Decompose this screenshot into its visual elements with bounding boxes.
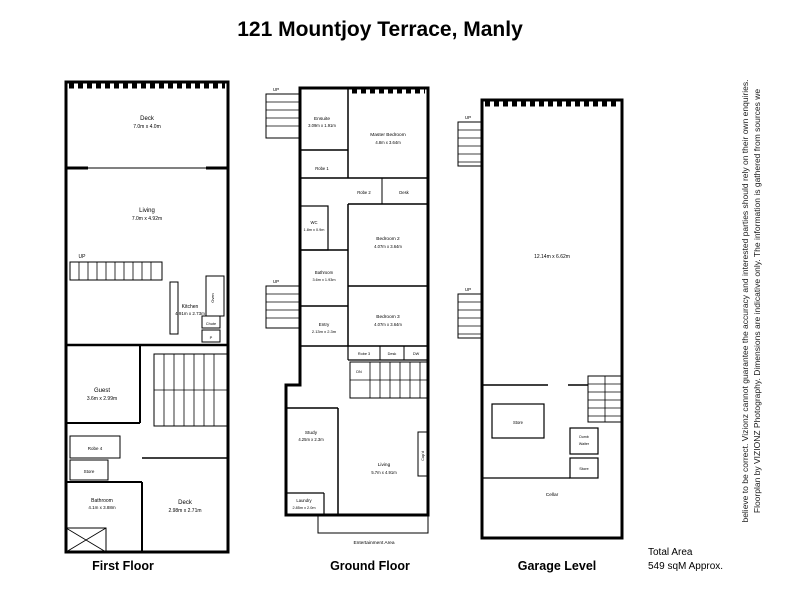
store1-room <box>491 403 545 439</box>
robe4-room <box>69 435 121 459</box>
total-area: Total Area 549 sqM Approx. <box>648 546 723 573</box>
garage-walls <box>457 98 624 540</box>
floor-title-ground: Ground Floor <box>330 559 410 573</box>
label-dumb-waiter-2: Waiter <box>579 442 590 446</box>
room-label-store2: Store <box>579 466 589 471</box>
room-dims-deck-top: 7.0m x 4.0m <box>133 124 161 130</box>
stairs-cellar <box>587 375 623 423</box>
room-label-living: Living <box>139 208 155 214</box>
void-hatch <box>65 527 107 553</box>
room-label-bathroom: Bathroom <box>91 498 113 504</box>
floor-title-first: First Floor <box>92 559 154 573</box>
stairs-up-mid <box>265 285 301 329</box>
disclaimer-text: believe to be correct. Vizionz cannot gu… <box>739 51 765 551</box>
room-label-deck-top: Deck <box>140 116 155 122</box>
room-label-robe4: Robe 4 <box>88 446 103 451</box>
page-title: 121 Mountjoy Terrace, Manly <box>237 18 523 41</box>
label-dw: DW <box>413 352 420 356</box>
stairs-main <box>153 353 229 427</box>
stair-label-up: UP <box>79 254 87 260</box>
ground-floor-walls <box>265 86 430 534</box>
room-dims-living: 7.0m x 4.92m <box>132 216 162 222</box>
total-area-label: Total Area <box>648 547 693 558</box>
room-label-living: Living <box>378 462 391 468</box>
room-label-store: Store <box>84 469 95 474</box>
first-floor-walls <box>64 80 230 554</box>
stairs-up-mid <box>457 293 483 339</box>
first-floor-plan: Deck 7.0m x 4.0m Living 7.0m x 4.92m UP … <box>64 80 230 554</box>
room-dims-bedroom3: 4.07m x 3.64m <box>374 322 402 327</box>
stair-label-up-mid: UP <box>273 279 279 284</box>
stairs-up <box>69 261 163 281</box>
label-chute: Chute <box>206 322 216 326</box>
room-label-cellar: Cellar <box>546 492 559 498</box>
room-dims-ensuite: 3.09m x 1.91m <box>308 123 336 128</box>
room-label-bathroom: Bathroom <box>315 270 334 275</box>
label-pantry: P <box>210 335 213 340</box>
room-dims-entry: 2.13m x 2.3m <box>312 329 337 334</box>
garage-dims: 12.14m x 6.62m <box>534 254 570 260</box>
room-dims-study: 4.25m x 2.3m <box>298 437 324 442</box>
room-dims-deck-bottom: 2.98m x 2.71m <box>168 508 201 514</box>
room-label-deck-bottom: Deck <box>178 500 193 506</box>
room-label-ensuite: Ensuite <box>314 116 330 122</box>
room-label-wc: WC <box>311 220 318 225</box>
pantry-box <box>201 329 221 343</box>
total-area-value: 549 sqM Approx. <box>648 560 724 572</box>
store-room <box>69 459 109 481</box>
dumb-waiter-box <box>569 427 599 455</box>
label-dumb-waiter-1: Dumb <box>579 435 589 439</box>
stair-label-up-mid: UP <box>465 287 471 292</box>
room-label-kitchen: Kitchen <box>182 304 199 310</box>
stair-label-dn: DN <box>356 370 362 374</box>
label-desk-top: Desk <box>399 190 409 195</box>
label-cupboard: Cup'd <box>421 451 425 461</box>
room-dims-bathroom: 3.6m x 1.93m <box>312 278 335 282</box>
floor-title-garage: Garage Level <box>517 559 597 573</box>
cupboard-box <box>417 431 429 477</box>
room-dims-bathroom: 4.1m x 3.88m <box>88 505 116 510</box>
label-desk-bottom: Desk <box>388 352 397 356</box>
kitchen-island <box>169 281 179 335</box>
room-dims-living: 5.7m x 4.91m <box>371 470 397 475</box>
ground-floor-plan: UP Ensuite 3.09m x 1.91m Master Bedroom … <box>265 86 430 546</box>
stair-label-up-top: UP <box>273 87 279 92</box>
room-label-entry: Entry <box>319 322 330 327</box>
room-dims-guest: 3.6m x 2.99m <box>87 396 117 402</box>
room-dims-bedroom2: 4.07m x 3.64m <box>374 244 402 249</box>
room-label-bedroom3: Bedroom 3 <box>376 314 400 320</box>
label-oven: Oven <box>210 293 215 303</box>
room-label-master-bedroom: Master Bedroom <box>370 132 405 138</box>
room-label-laundry: Laundry <box>296 498 312 503</box>
room-dims-laundry: 2.85m x 2.0m <box>292 506 315 510</box>
garage-level-plan: UP 12.14m x 6.62m UP Store Dumb Waiter S… <box>457 98 624 540</box>
room-label-study: Study <box>305 430 318 436</box>
room-dims-master-bedroom: 4.8m x 3.64m <box>375 140 401 145</box>
label-entertainment-area: Entertainment Area <box>353 540 394 546</box>
room-label-robe3: Robe 3 <box>358 352 370 356</box>
stairs-down <box>349 361 429 399</box>
entertainment-deck <box>317 514 429 534</box>
kitchen-counter <box>205 275 225 317</box>
stair-label-up-top: UP <box>465 115 471 120</box>
stairs-up-top <box>265 93 301 139</box>
room-label-bedroom2: Bedroom 2 <box>376 236 400 242</box>
stairs-up-top <box>457 121 483 167</box>
chute-box <box>201 315 221 329</box>
room-label-guest: Guest <box>94 388 110 394</box>
disclaimer-line-inner: believe to be correct. Vizionz cannot gu… <box>740 79 750 523</box>
room-dims-kitchen: 4.91m x 2.73m <box>175 311 205 316</box>
room-label-store1: Store <box>513 420 524 425</box>
room-label-robe1: Robe 1 <box>315 166 329 171</box>
room-label-robe2: Robe 2 <box>357 190 371 195</box>
room-dims-wc: 1.8m x 0.9m <box>304 228 325 232</box>
store2-room <box>569 457 599 479</box>
disclaimer-line-outer: Floorplan by VIZIONZ Photography. Dimens… <box>752 88 763 514</box>
